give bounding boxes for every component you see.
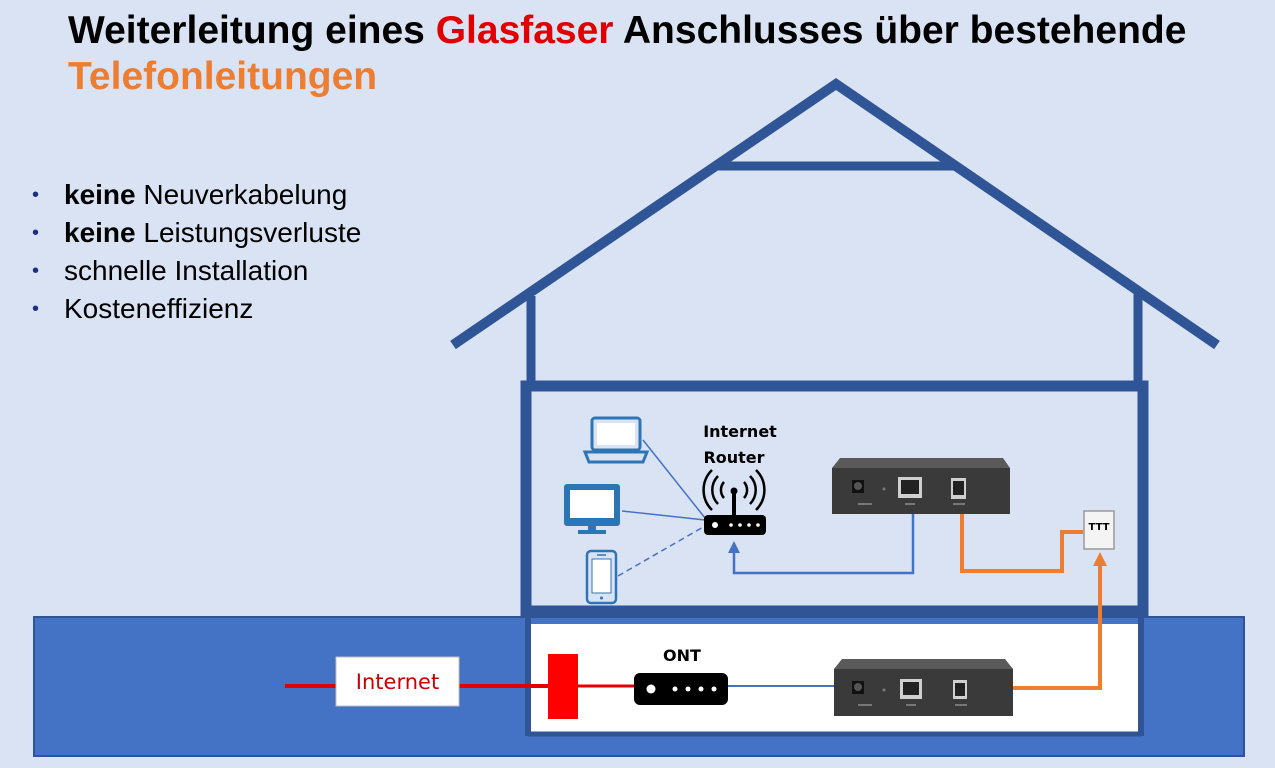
phone-line-riser: [1013, 560, 1102, 690]
title-part2: Anschlusses über bestehende: [613, 9, 1187, 52]
benefits-list: • keine Neuverkabelung • keine Leistungsve…: [30, 176, 361, 328]
router-label-line2: Router: [703, 448, 764, 467]
laptop-icon: [582, 416, 650, 464]
bullet-text: schnelle Installation: [64, 255, 309, 286]
wifi-router-icon: [702, 469, 766, 535]
ont-label: ONT: [663, 646, 701, 665]
list-item: • keine Neuverkabelung: [30, 176, 361, 214]
fiber-connector-icon: [548, 654, 578, 719]
bullet-icon: •: [32, 298, 40, 320]
bullet-bold: keine: [64, 179, 136, 210]
ethernet-arrow: [728, 541, 740, 553]
list-item: • schnelle Installation: [30, 252, 361, 290]
list-item: • Kosteneffizienz: [30, 290, 361, 328]
adapter-box-icon: [832, 458, 1010, 514]
ethernet-cable-floor: [732, 514, 915, 575]
phone-line-floor: [960, 510, 1083, 573]
bullet-icon: •: [32, 260, 40, 282]
monitor-link: [621, 510, 706, 521]
smartphone-icon: [585, 549, 618, 605]
phone-socket-icon: TTT: [1083, 510, 1115, 550]
laptop-link: [642, 439, 706, 519]
title-highlight: Glasfaser: [435, 9, 614, 52]
ont-modem-icon: [634, 673, 728, 705]
phone-wifi-link: [617, 525, 706, 577]
internet-label-box: [335, 656, 460, 707]
router-label-line1: Internet: [703, 422, 777, 441]
ground-floor-frame: [520, 380, 1149, 617]
bullet-text: Kosteneffizienz: [64, 293, 254, 324]
wall-socket-label: TTT: [1089, 522, 1110, 533]
adapter-box-icon: [834, 659, 1013, 716]
page-title: Weiterleitung eines Glasfaser Anschlusse…: [68, 8, 1268, 100]
bullet-text: Leistungsverluste: [135, 217, 362, 248]
house-roof: [450, 77, 1220, 350]
bullet-text: Neuverkabelung: [135, 179, 348, 210]
title-line2: Telefonleitungen: [68, 55, 378, 98]
title-part1: Weiterleitung eines: [68, 9, 436, 52]
phone-line-arrow: [1093, 552, 1107, 566]
bullet-icon: •: [32, 184, 40, 206]
monitor-icon: [564, 484, 620, 534]
bullet-icon: •: [32, 222, 40, 244]
internet-label: Internet: [356, 670, 439, 694]
list-item: • keine Leistungsverluste: [30, 214, 361, 252]
bullet-bold: keine: [64, 217, 136, 248]
